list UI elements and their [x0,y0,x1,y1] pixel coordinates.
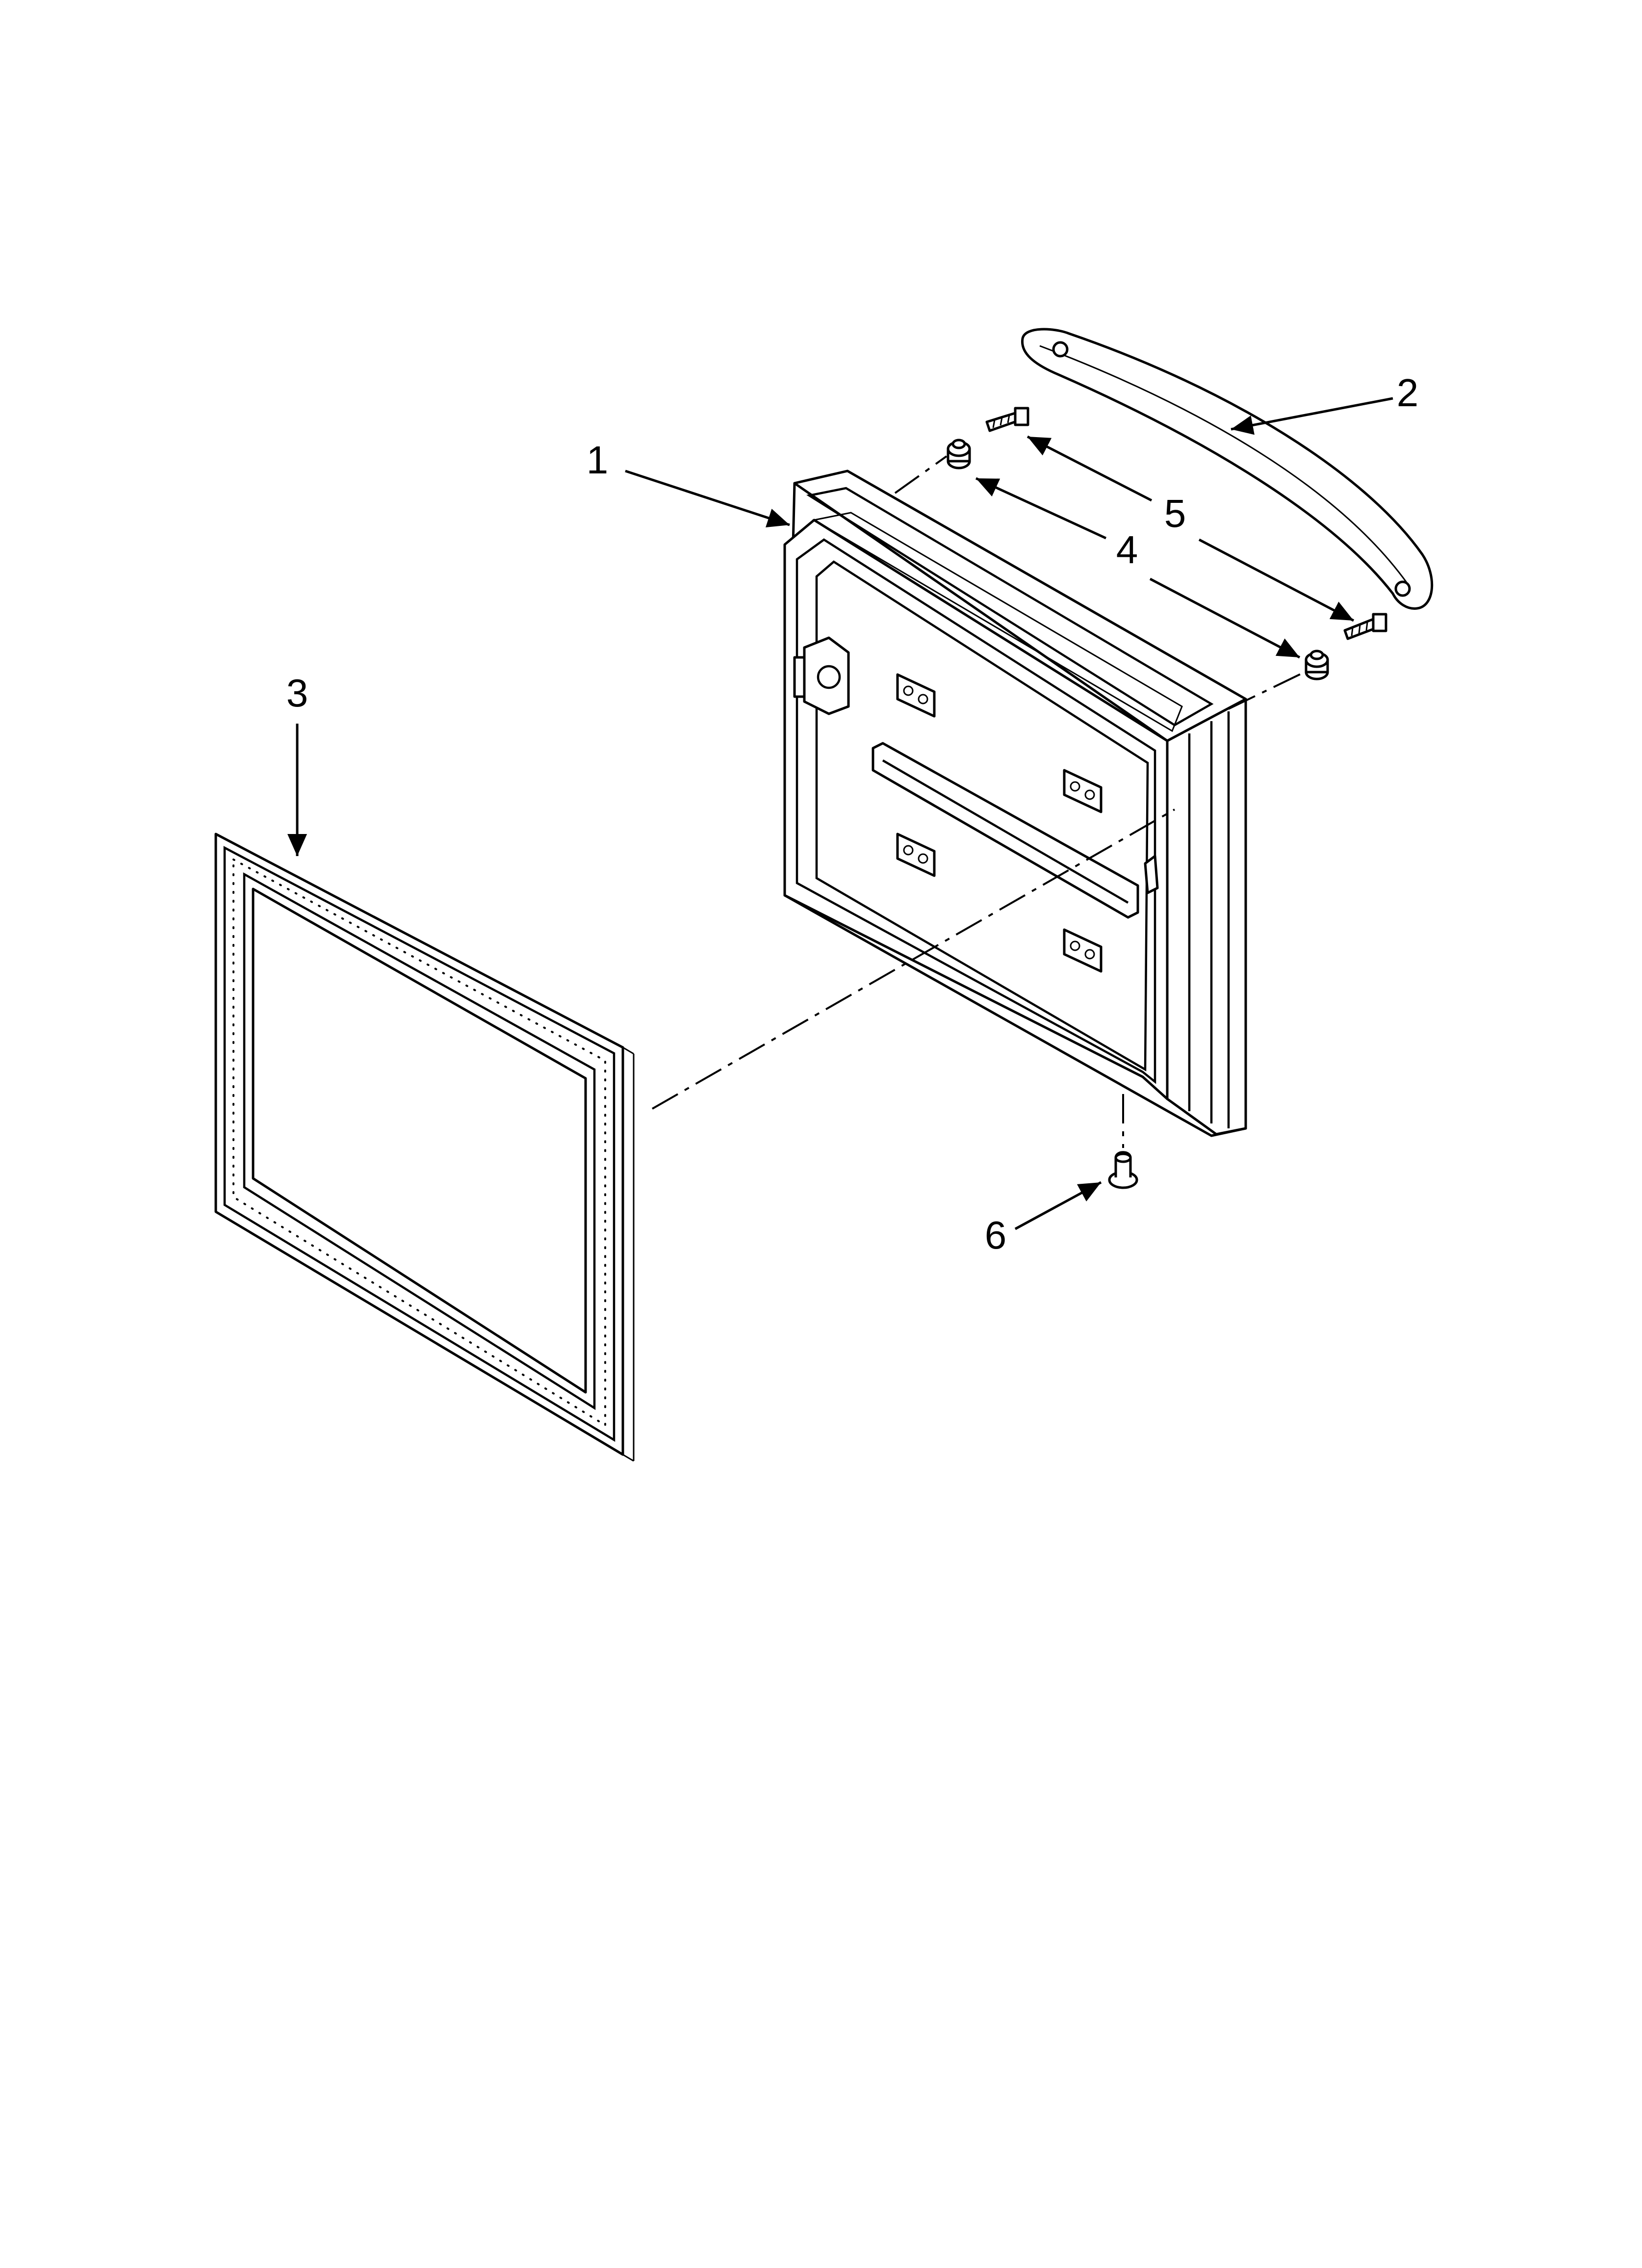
leader-4a [975,477,1107,540]
leader-arrows [287,397,1393,1230]
screw-upper [985,407,1029,432]
door-handle [1021,328,1434,610]
callout-labels: 1 2 3 4 5 6 [286,371,1419,1257]
door-plug [1108,1151,1138,1189]
callout-4: 4 [1116,528,1138,572]
leader-5b [1198,538,1355,622]
leader-5a [1026,435,1153,502]
callout-1: 1 [587,438,609,482]
spacer-lower [1305,650,1329,680]
handle-screws [985,407,1387,640]
callout-6: 6 [985,1213,1007,1257]
callout-5: 5 [1164,492,1186,535]
callout-2: 2 [1397,371,1419,415]
screw-lower [1343,613,1387,640]
spacer-upper [947,439,971,469]
leader-6 [1014,1181,1102,1230]
assembly-lines [652,455,1305,1148]
freezer-door [783,469,1247,1137]
leader-1 [625,469,790,527]
callout-3: 3 [286,671,308,715]
handle-spacers [947,439,1329,680]
door-gasket [214,833,635,1462]
leader-2 [1231,397,1393,435]
mounting-pads [896,673,1103,973]
leader-4b [1149,577,1301,659]
